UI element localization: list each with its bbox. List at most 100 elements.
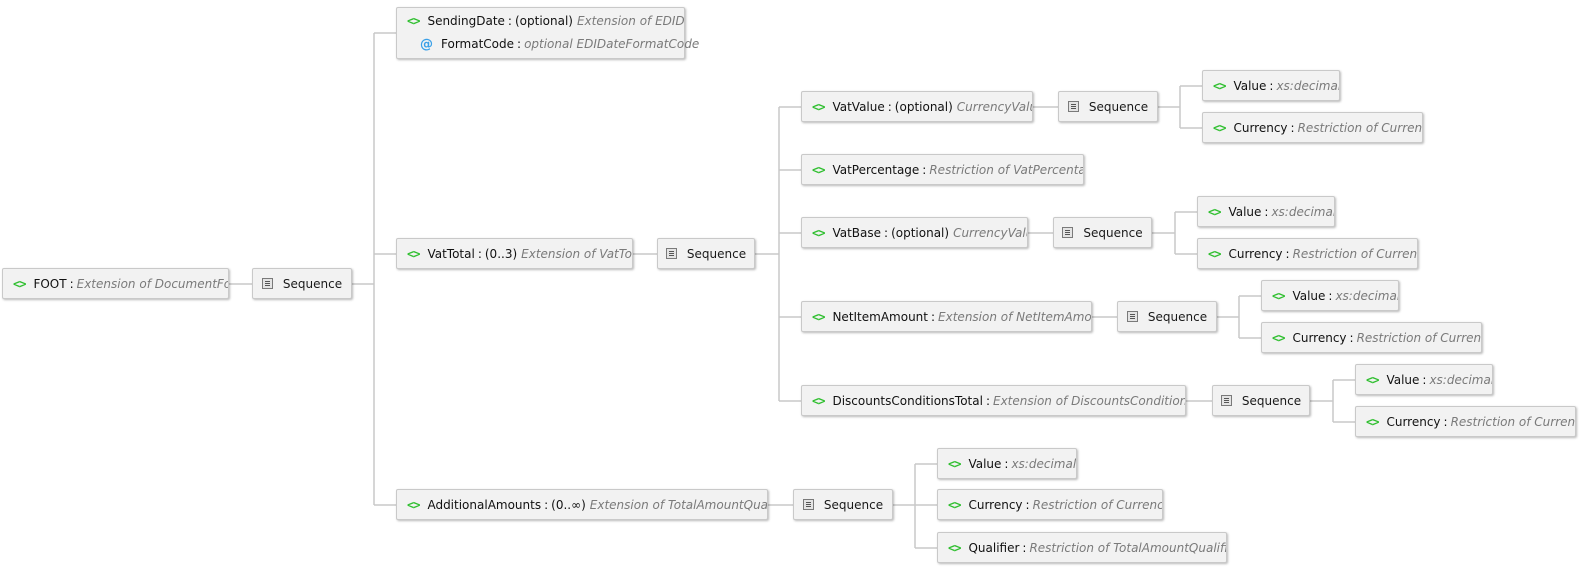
- discounts-sequence[interactable]: Sequence: [1212, 385, 1310, 416]
- net-item-currency-element[interactable]: <> Currency : Restriction of Currency: [1261, 322, 1482, 353]
- net-item-amount-element[interactable]: <> NetItemAmount : Extension of NetItemA…: [801, 301, 1092, 332]
- element-type: Extension of VatTotal: [521, 246, 632, 261]
- element-icon: <>: [948, 456, 961, 471]
- net-item-amount-sequence[interactable]: Sequence: [1117, 301, 1217, 332]
- element-icon: <>: [812, 225, 825, 240]
- vat-base-currency-element[interactable]: <> Currency : Restriction of Currency: [1197, 238, 1418, 269]
- element-icon: <>: [1208, 204, 1221, 219]
- vat-value-sequence[interactable]: Sequence: [1058, 91, 1158, 122]
- element-type: Extension of DocumentFoot: [76, 276, 229, 291]
- vat-value-element[interactable]: <> VatValue : (optional) CurrencyValue: [801, 91, 1033, 122]
- sequence-label: Sequence: [282, 276, 343, 291]
- vat-base-sequence[interactable]: Sequence: [1053, 217, 1152, 248]
- element-name: VatValue: [832, 99, 885, 114]
- element-icon: <>: [13, 276, 26, 291]
- additional-value-element[interactable]: <> Value : xs:decimal: [937, 448, 1077, 479]
- sequence-icon: [665, 248, 677, 259]
- format-code-attribute[interactable]: @ FormatCode : optional EDIDateFormatCod…: [420, 36, 700, 52]
- element-icon: <>: [812, 393, 825, 408]
- element-type: xs:decimal: [1429, 372, 1493, 387]
- discounts-currency-element[interactable]: <> Currency : Restriction of Currency: [1355, 406, 1576, 437]
- element-type: CurrencyValue: [953, 225, 1027, 240]
- element-icon: <>: [948, 497, 961, 512]
- additional-amounts-element[interactable]: <> AdditionalAmounts : (0..∞) Extension …: [396, 489, 768, 520]
- foot-element[interactable]: <> FOOT : Extension of DocumentFoot: [2, 268, 229, 299]
- element-name: Qualifier: [968, 540, 1020, 555]
- element-type: Extension of TotalAmountQualified: [589, 497, 768, 512]
- element-icon: <>: [1208, 246, 1221, 261]
- vat-base-element[interactable]: <> VatBase : (optional) CurrencyValue: [801, 217, 1028, 248]
- net-item-value-element[interactable]: <> Value : xs:decimal: [1261, 280, 1399, 311]
- element-type: Restriction of Currency: [1356, 330, 1482, 345]
- element-type: Restriction of TotalAmountQualifier: [1029, 540, 1227, 555]
- element-name: Value: [1386, 372, 1420, 387]
- element-type: Restriction of Currency: [1292, 246, 1418, 261]
- element-name: Currency: [1386, 414, 1441, 429]
- element-name: NetItemAmount: [832, 309, 928, 324]
- element-cardinality: (0..∞): [551, 497, 586, 512]
- foot-sequence[interactable]: Sequence: [252, 268, 352, 299]
- element-name: Currency: [1228, 246, 1283, 261]
- element-cardinality: (optional): [891, 225, 950, 240]
- element-icon: <>: [812, 99, 825, 114]
- sequence-label: Sequence: [823, 497, 884, 512]
- vat-percentage-element[interactable]: <> VatPercentage : Restriction of VatPer…: [801, 154, 1084, 185]
- element-name: Value: [968, 456, 1002, 471]
- sequence-icon: [1062, 227, 1074, 238]
- element-icon: <>: [1213, 120, 1226, 135]
- element-name: VatBase: [832, 225, 882, 240]
- vat-value-currency-element[interactable]: <> Currency : Restriction of Currency: [1202, 112, 1423, 143]
- discounts-value-element[interactable]: <> Value : xs:decimal: [1355, 364, 1493, 395]
- sequence-icon: [261, 278, 273, 289]
- sending-date-element[interactable]: <> SendingDate : (optional) Extension of…: [396, 7, 685, 59]
- element-type: Extension of NetItemAmount: [938, 309, 1092, 324]
- vat-total-sequence[interactable]: Sequence: [657, 238, 755, 269]
- element-icon: <>: [1213, 78, 1226, 93]
- element-icon: <>: [1366, 372, 1379, 387]
- element-name: FOOT: [33, 276, 67, 291]
- discounts-conditions-total-element[interactable]: <> DiscountsConditionsTotal : Extension …: [801, 385, 1186, 416]
- additional-amounts-sequence[interactable]: Sequence: [793, 489, 893, 520]
- vat-total-element[interactable]: <> VatTotal : (0..3) Extension of VatTot…: [396, 238, 633, 269]
- element-icon: <>: [1366, 414, 1379, 429]
- element-name: Currency: [1233, 120, 1288, 135]
- element-type: Restriction of Currency: [1450, 414, 1576, 429]
- sequence-label: Sequence: [1147, 309, 1208, 324]
- attribute-name: FormatCode: [441, 37, 515, 51]
- sequence-icon: [802, 499, 814, 510]
- element-type: Restriction of VatPercentage: [929, 162, 1084, 177]
- element-name: Currency: [1292, 330, 1347, 345]
- element-icon: <>: [407, 14, 420, 28]
- element-icon: <>: [1272, 288, 1285, 303]
- element-icon: <>: [407, 246, 420, 261]
- element-name: Value: [1233, 78, 1267, 93]
- element-icon: <>: [948, 540, 961, 555]
- vat-base-value-element[interactable]: <> Value : xs:decimal: [1197, 196, 1335, 227]
- element-name: Value: [1228, 204, 1262, 219]
- element-cardinality: (0..3): [484, 246, 518, 261]
- element-type: CurrencyValue: [956, 99, 1032, 114]
- sequence-label: Sequence: [686, 246, 747, 261]
- additional-currency-element[interactable]: <> Currency : Restriction of Currency: [937, 489, 1163, 520]
- element-icon: <>: [812, 162, 825, 177]
- sequence-label: Sequence: [1241, 393, 1302, 408]
- element-name: Value: [1292, 288, 1326, 303]
- element-type: Extension of EDIDate: [576, 14, 685, 28]
- sequence-icon: [1220, 395, 1232, 406]
- element-name: SendingDate: [427, 14, 505, 28]
- element-type: xs:decimal: [1276, 78, 1340, 93]
- element-type: xs:decimal: [1271, 204, 1335, 219]
- element-type: Extension of DiscountsConditionsTotal: [992, 393, 1186, 408]
- element-name: VatPercentage: [832, 162, 920, 177]
- element-type: Restriction of Currency: [1032, 497, 1163, 512]
- element-type: Restriction of Currency: [1297, 120, 1423, 135]
- element-cardinality: (optional): [894, 99, 953, 114]
- element-type: xs:decimal: [1335, 288, 1399, 303]
- sequence-label: Sequence: [1083, 225, 1143, 240]
- element-name: VatTotal: [427, 246, 475, 261]
- element-name: DiscountsConditionsTotal: [832, 393, 983, 408]
- additional-qualifier-element[interactable]: <> Qualifier : Restriction of TotalAmoun…: [937, 532, 1227, 563]
- sequence-label: Sequence: [1088, 99, 1149, 114]
- vat-value-value-element[interactable]: <> Value : xs:decimal: [1202, 70, 1340, 101]
